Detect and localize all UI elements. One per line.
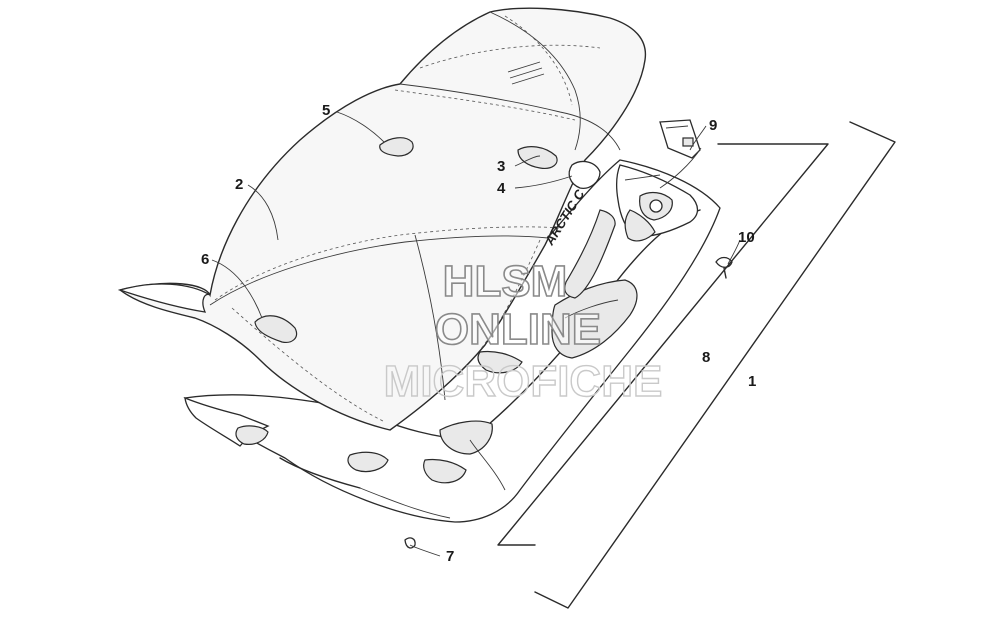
callout-8: 8 [702,349,710,366]
leader-lines [211,111,896,609]
callout-1: 1 [748,373,756,390]
callout-5: 5 [322,102,330,119]
callout-2: 2 [235,176,243,193]
callout-6: 6 [201,251,209,268]
watermark-line-2: ONLINE [435,305,601,354]
watermark: HLSM ONLINE MICROFICHE [383,256,663,407]
callout-10: 10 [738,229,755,246]
watermark-line-3: MICROFICHE [384,357,663,406]
callout-labels: 1 2 3 4 5 6 7 8 9 10 [201,102,756,565]
callout-3: 3 [497,158,505,175]
watermark-line-1: HLSM [443,257,568,306]
plug-part-7 [404,537,416,549]
seat-base-pan [183,159,721,523]
callout-7: 7 [446,548,454,565]
callout-4: 4 [497,180,506,197]
callout-9: 9 [709,117,717,134]
bracket-part-9 [659,119,701,159]
